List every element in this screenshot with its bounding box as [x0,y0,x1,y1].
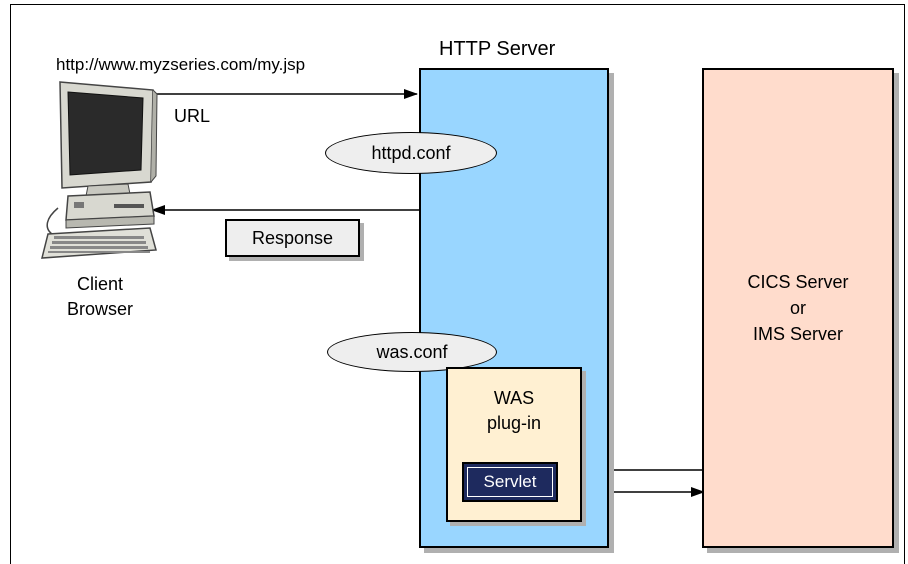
servlet-box: Servlet [462,462,558,502]
url-label: URL [174,106,211,126]
http-server-title: HTTP Server [439,38,556,60]
backend-line1: CICS Server [747,272,849,292]
servlet-label: Servlet [467,467,553,497]
was-conf-ellipse: was.conf [327,332,497,372]
was-plugin-label: WAS plug-in [446,386,582,436]
url-text: http://www.myzseries.com/my.jsp [56,55,306,74]
client-label-line2: Browser [66,299,133,319]
client-label-line1: Client [76,274,124,294]
response-box: Response [225,219,360,257]
backend-server-box [702,68,894,548]
diagram-frame [10,4,905,564]
backend-line3: IMS Server [752,324,844,344]
httpd-conf-ellipse: httpd.conf [325,132,497,174]
client-computer-icon [41,81,158,259]
was-plugin-line1: WAS [493,388,535,408]
backend-server-label: CICS Server or IMS Server [702,269,894,347]
client-browser-label: Client Browser [40,272,160,322]
backend-line2: or [789,298,806,318]
was-plugin-line2: plug-in [486,413,542,433]
